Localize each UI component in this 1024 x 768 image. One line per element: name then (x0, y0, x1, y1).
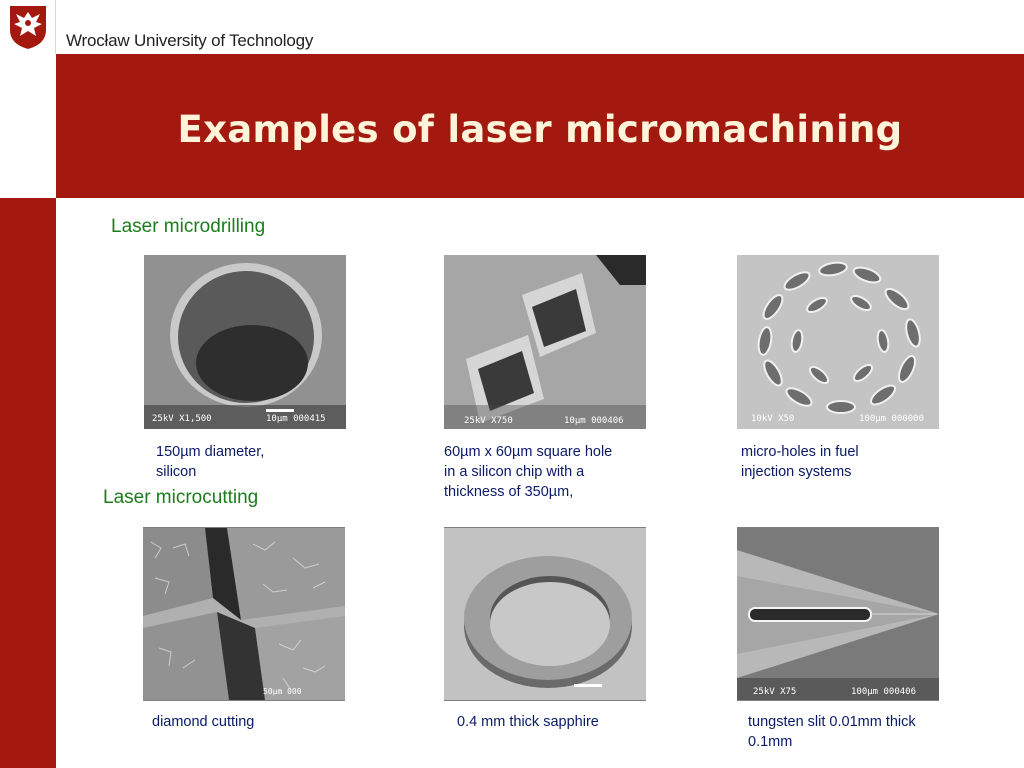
caption-round-hole: 150µm diameter, silicon (156, 442, 264, 482)
caption-line: micro-holes in fuel (741, 444, 859, 460)
caption-line: tungsten slit 0.01mm thick (748, 714, 916, 730)
caption-micro-holes: micro-holes in fuel injection systems (741, 442, 859, 482)
caption-diamond: diamond cutting (152, 712, 254, 732)
svg-text:100µm 000406: 100µm 000406 (851, 687, 916, 697)
diamond-cut-sem-image: 50µm 000 (143, 527, 345, 701)
section-heading-microdrilling: Laser microdrilling (111, 216, 266, 237)
section-heading-microcutting: Laser microcutting (103, 487, 259, 508)
caption-square-hole: 60µm x 60µm square hole in a silicon chi… (444, 442, 612, 502)
svg-text:10µm 000415: 10µm 000415 (266, 414, 326, 424)
svg-text:100µm 000000: 100µm 000000 (859, 414, 924, 424)
caption-line: thickness of 350µm, (444, 484, 574, 500)
caption-line: silicon (156, 464, 197, 480)
page-title: Examples of laser micromachining (177, 108, 903, 151)
eagle-crest-icon (10, 6, 46, 49)
caption-line: 0.4 mm thick sapphire (457, 714, 599, 730)
sapphire-ring-image (444, 527, 646, 701)
svg-text:50µm 000: 50µm 000 (263, 687, 302, 696)
caption-line: injection systems (741, 464, 852, 480)
university-name: Wrocław University of Technology (66, 31, 314, 50)
svg-text:10µm 000406: 10µm 000406 (564, 416, 624, 426)
caption-line: 0.1mm (748, 734, 793, 750)
caption-line: 60µm x 60µm square hole (444, 444, 613, 460)
caption-line: in a silicon chip with a (444, 464, 585, 480)
caption-line: diamond cutting (152, 714, 255, 730)
svg-text:25kV X750: 25kV X750 (464, 416, 513, 426)
caption-line: 150µm diameter, (156, 444, 265, 460)
svg-text:10kV X50: 10kV X50 (751, 414, 794, 424)
svg-text:25kV X1,500: 25kV X1,500 (152, 414, 212, 424)
micro-holes-sem-image: 10kV X50 100µm 000000 (737, 255, 939, 429)
svg-text:25kV X75: 25kV X75 (753, 687, 796, 697)
title-bar: Examples of laser micromachining (56, 54, 1024, 198)
square-hole-sem-image: 25kV X750 10µm 000406 (444, 255, 646, 429)
round-hole-sem-image: 25kV X1,500 10µm 000415 (144, 255, 346, 429)
university-logo (0, 0, 56, 54)
caption-sapphire: 0.4 mm thick sapphire (457, 712, 599, 732)
left-accent-strip (0, 198, 56, 768)
caption-tungsten: tungsten slit 0.01mm thick 0.1mm (748, 712, 916, 752)
tungsten-slit-sem-image: 25kV X75 100µm 000406 (737, 527, 939, 701)
